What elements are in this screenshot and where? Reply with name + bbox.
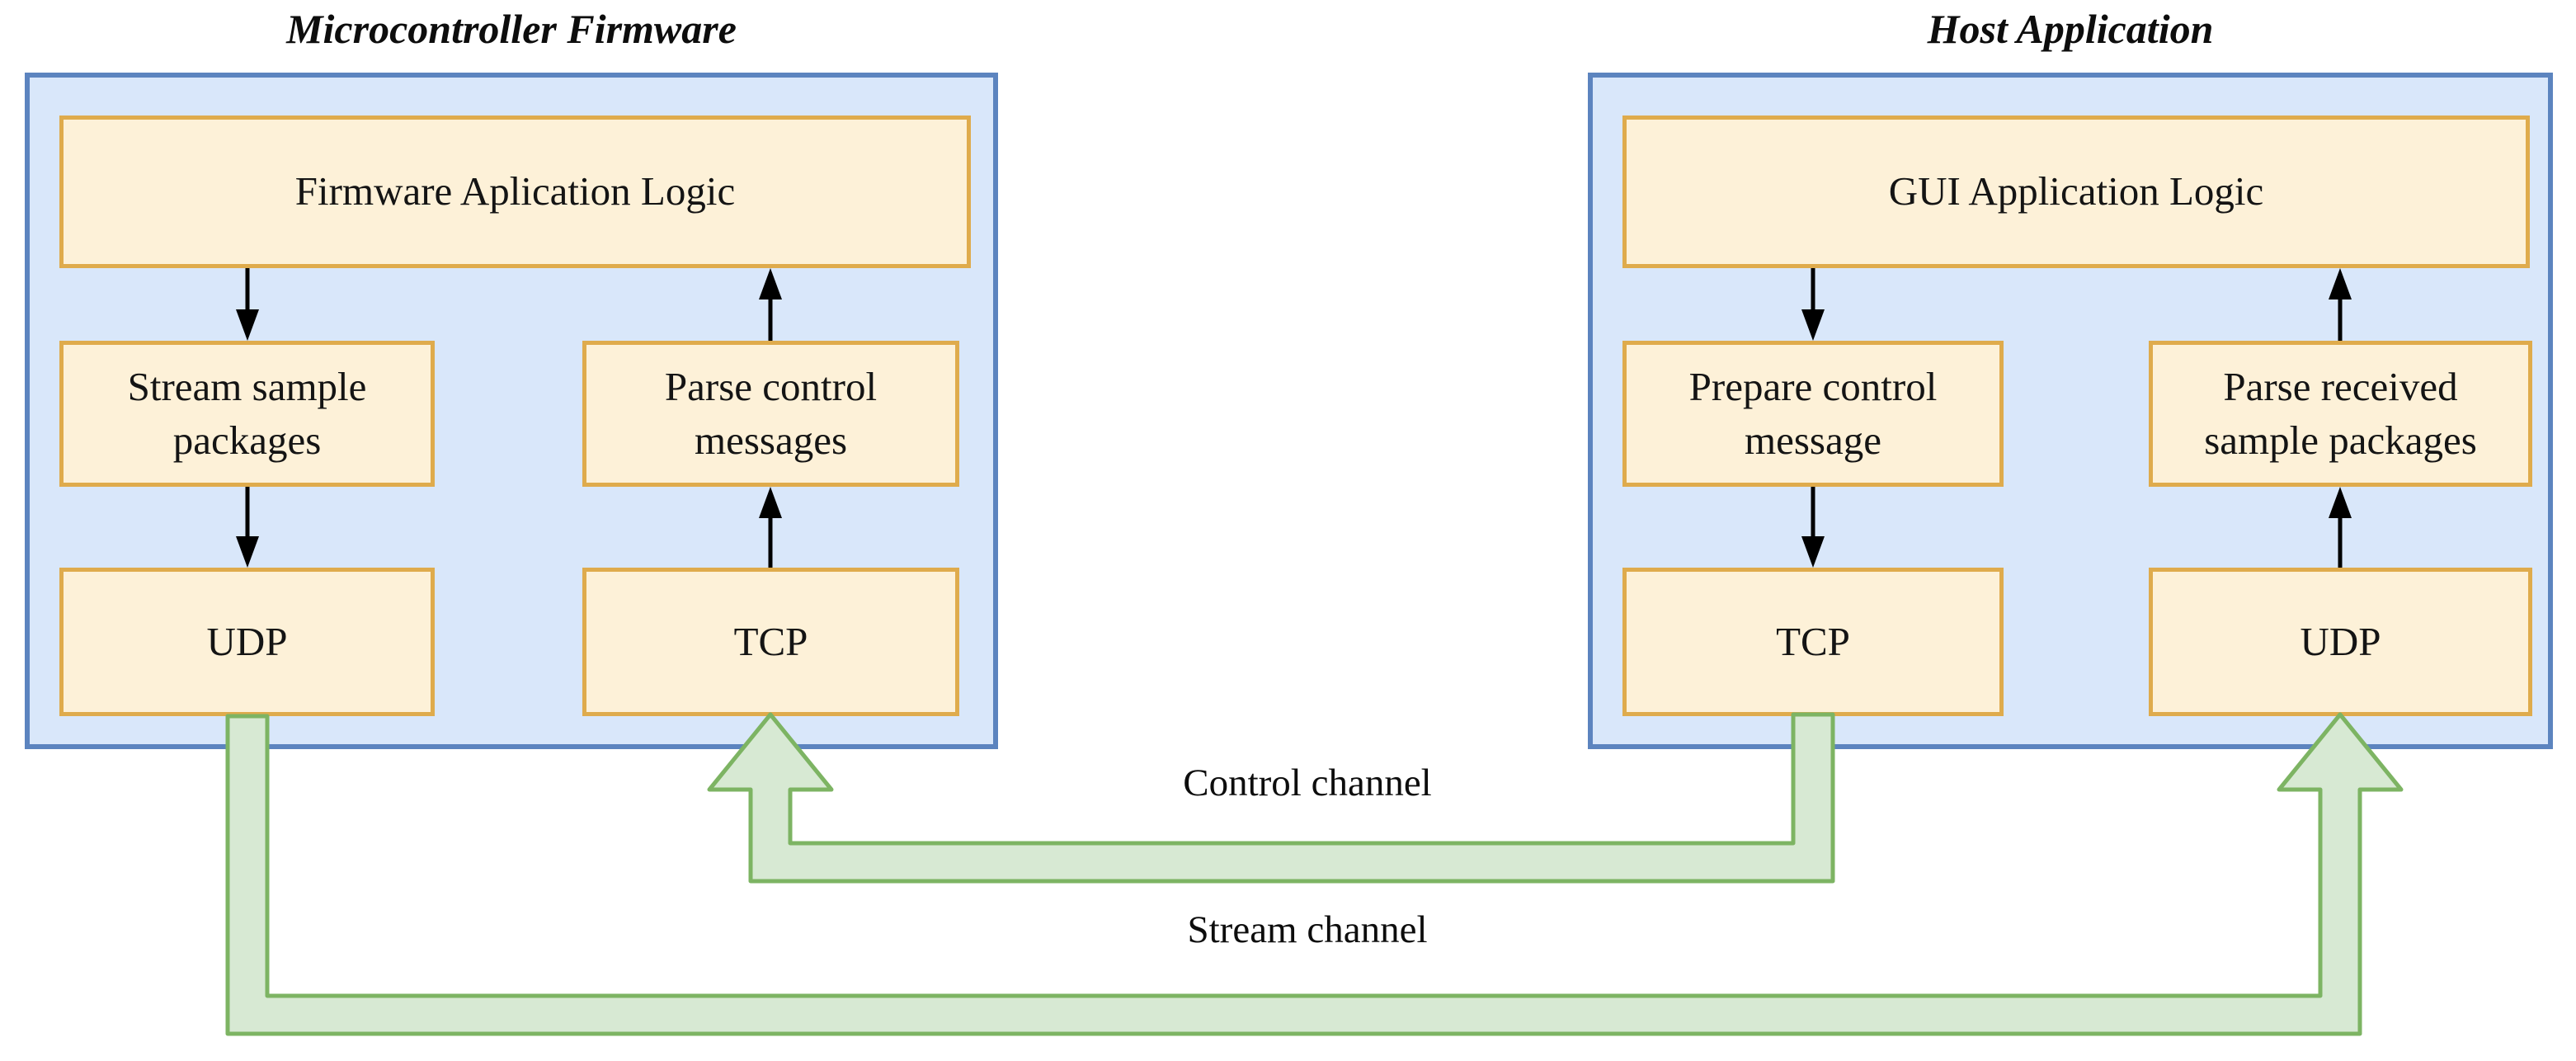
- node-prepare-control-message: Prepare control message: [1622, 341, 2004, 487]
- node-firmware-tcp: TCP: [582, 568, 959, 716]
- control-channel-label: Control channel: [1183, 762, 1432, 804]
- node-stream-sample-packages: Stream sample packages: [59, 341, 435, 487]
- host-application-title: Host Application: [1927, 6, 2214, 52]
- node-host-udp: UDP: [2149, 568, 2532, 716]
- node-parse-control-messages: Parse control messages: [582, 341, 959, 487]
- microcontroller-firmware-title: Microcontroller Firmware: [286, 6, 737, 52]
- node-firmware-udp: UDP: [59, 568, 435, 716]
- node-parse-received-sample-packages: Parse received sample packages: [2149, 341, 2532, 487]
- node-firmware-application-logic: Firmware Aplication Logic: [59, 116, 971, 268]
- node-gui-application-logic: GUI Application Logic: [1622, 116, 2530, 268]
- stream-channel-label: Stream channel: [1187, 908, 1428, 951]
- node-host-tcp: TCP: [1622, 568, 2004, 716]
